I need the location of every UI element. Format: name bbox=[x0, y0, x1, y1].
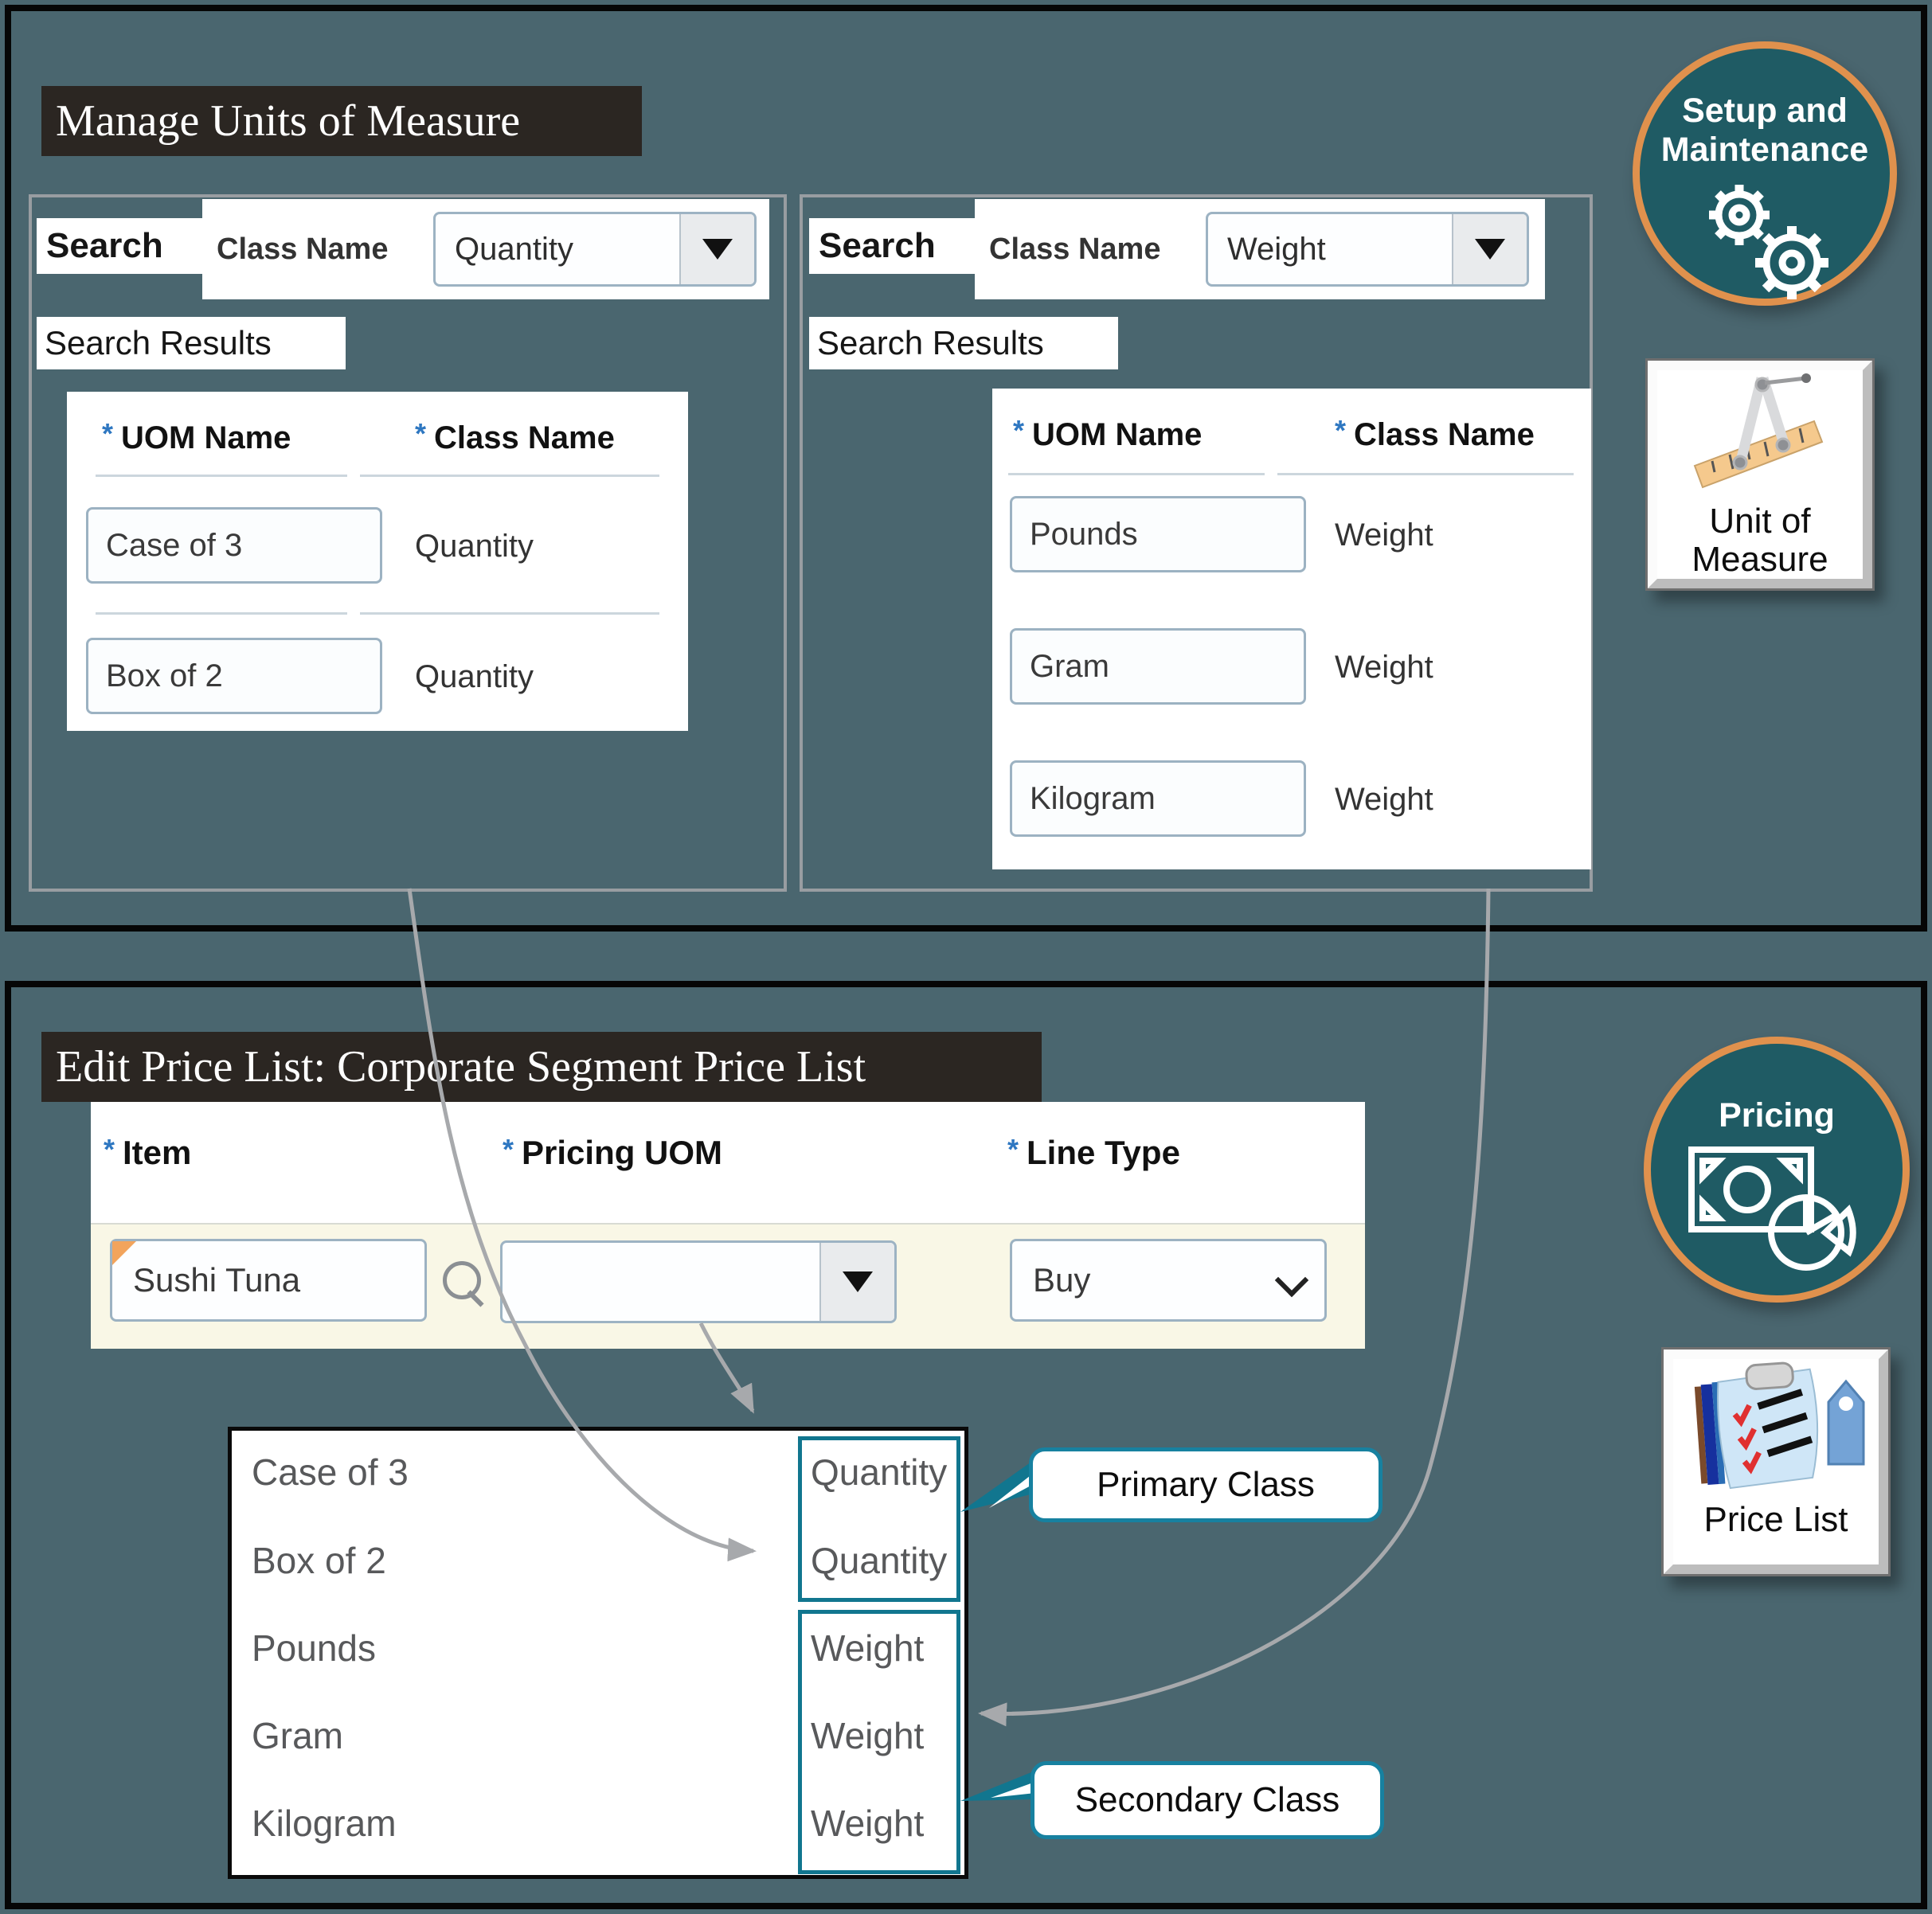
class-name-strip-right: Class Name Weight bbox=[975, 199, 1545, 299]
secondary-class-callout: Secondary Class bbox=[1031, 1761, 1384, 1839]
caret-down-icon bbox=[843, 1271, 873, 1292]
class-name-label: Class Name bbox=[989, 232, 1161, 266]
required-asterisk: * bbox=[102, 417, 114, 450]
class-name-value: Quantity bbox=[455, 232, 573, 267]
uom-name-input[interactable]: Box of 2 bbox=[86, 638, 382, 714]
list-item-class: Weight bbox=[811, 1803, 925, 1844]
price-list-button[interactable]: Price List bbox=[1661, 1347, 1891, 1576]
list-item-class: Quantity bbox=[811, 1451, 948, 1493]
search-icon[interactable] bbox=[443, 1261, 481, 1299]
caliper-ruler-icon bbox=[1693, 373, 1824, 489]
header-divider bbox=[1008, 473, 1265, 475]
price-list-form-header: *Item *Pricing UOM *Line Type bbox=[91, 1102, 1365, 1223]
search-label-right: Search bbox=[809, 218, 976, 274]
results-table-quantity: *UOM Name *Class Name Case of 3 Quantity… bbox=[67, 392, 688, 731]
badge-label: Maintenance bbox=[1660, 131, 1869, 170]
line-type-select[interactable]: Buy bbox=[1010, 1239, 1327, 1322]
gears-icon bbox=[1709, 184, 1828, 299]
required-asterisk: * bbox=[503, 1133, 514, 1166]
results-table-weight: *UOM Name *Class Name Pounds Weight Gram… bbox=[992, 389, 1591, 869]
uom-name-input[interactable]: Gram bbox=[1010, 628, 1306, 705]
class-cell: Quantity bbox=[415, 659, 534, 694]
pricing-uom-combobox[interactable] bbox=[500, 1240, 897, 1323]
required-asterisk: * bbox=[1335, 414, 1347, 447]
line-type-column-header: *Line Type bbox=[1007, 1133, 1180, 1171]
caret-down-icon bbox=[1475, 239, 1505, 260]
badge-label: Pricing bbox=[1719, 1096, 1835, 1135]
header-divider bbox=[1277, 473, 1574, 475]
banknote-pie-icon bbox=[1688, 1146, 1856, 1271]
page-title-edit-price-list: Edit Price List: Corporate Segment Price… bbox=[41, 1032, 1042, 1102]
column-header-class-name: *Class Name bbox=[1335, 414, 1535, 452]
button-label: Price List bbox=[1703, 1500, 1848, 1539]
search-label-left: Search bbox=[37, 218, 204, 274]
primary-class-callout: Primary Class bbox=[1029, 1447, 1383, 1522]
header-divider bbox=[96, 475, 347, 477]
class-name-dropdown-weight[interactable]: Weight bbox=[1206, 212, 1529, 287]
list-item[interactable]: Case of 3 bbox=[252, 1451, 409, 1493]
search-results-label-left: Search Results bbox=[37, 317, 346, 369]
header-divider bbox=[360, 475, 659, 477]
class-name-strip-left: Class Name Quantity bbox=[202, 199, 769, 299]
class-cell: Weight bbox=[1335, 650, 1433, 685]
dropdown-button[interactable] bbox=[1452, 214, 1527, 284]
list-item[interactable]: Box of 2 bbox=[252, 1540, 386, 1581]
primary-class-highlight-box bbox=[798, 1436, 960, 1602]
class-name-label: Class Name bbox=[217, 232, 389, 266]
caret-down-icon bbox=[702, 239, 733, 260]
required-asterisk: * bbox=[104, 1133, 115, 1166]
chevron-down-icon bbox=[1274, 1263, 1309, 1298]
class-name-value: Weight bbox=[1227, 232, 1326, 267]
price-list-row: Sushi Tuna Buy bbox=[91, 1223, 1365, 1349]
list-item-class: Weight bbox=[811, 1627, 925, 1669]
pricing-uom-column-header: *Pricing UOM bbox=[503, 1133, 723, 1171]
list-item-class: Quantity bbox=[811, 1540, 948, 1581]
column-header-uom-name: *UOM Name bbox=[102, 417, 291, 455]
list-item[interactable]: Gram bbox=[252, 1715, 343, 1756]
uom-name-input[interactable]: Case of 3 bbox=[86, 507, 382, 584]
pricing-uom-value bbox=[503, 1243, 819, 1321]
class-cell: Weight bbox=[1335, 518, 1433, 553]
required-asterisk: * bbox=[415, 417, 427, 450]
class-cell: Quantity bbox=[415, 529, 534, 564]
dropdown-button[interactable] bbox=[819, 1243, 894, 1321]
column-header-class-name: *Class Name bbox=[415, 417, 615, 455]
button-label: Unit of bbox=[1709, 502, 1811, 541]
modified-indicator-icon bbox=[112, 1241, 136, 1265]
item-input[interactable]: Sushi Tuna bbox=[110, 1239, 427, 1322]
setup-and-maintenance-badge[interactable]: Setup and Maintenance bbox=[1633, 41, 1897, 306]
button-label: Measure bbox=[1691, 539, 1828, 579]
dropdown-button[interactable] bbox=[679, 214, 754, 284]
search-results-label-right: Search Results bbox=[809, 317, 1118, 369]
secondary-class-highlight-box bbox=[798, 1610, 960, 1874]
uom-name-input[interactable]: Kilogram bbox=[1010, 760, 1306, 837]
badge-label: Setup and bbox=[1682, 92, 1848, 130]
list-item-class: Weight bbox=[811, 1715, 925, 1756]
column-header-uom-name: *UOM Name bbox=[1013, 414, 1203, 452]
clipboard-tag-icon bbox=[1694, 1361, 1865, 1490]
pricing-badge[interactable]: Pricing bbox=[1644, 1037, 1910, 1303]
required-asterisk: * bbox=[1013, 414, 1025, 447]
class-cell: Weight bbox=[1335, 782, 1433, 817]
item-column-header: *Item bbox=[104, 1133, 192, 1171]
uom-name-input[interactable]: Pounds bbox=[1010, 496, 1306, 572]
unit-of-measure-button[interactable]: Unit of Measure bbox=[1645, 358, 1875, 591]
class-name-dropdown-quantity[interactable]: Quantity bbox=[433, 212, 757, 287]
list-item[interactable]: Kilogram bbox=[252, 1803, 397, 1844]
row-divider bbox=[96, 612, 347, 615]
list-item[interactable]: Pounds bbox=[252, 1627, 377, 1669]
required-asterisk: * bbox=[1007, 1133, 1019, 1166]
page-title-manage-uom: Manage Units of Measure bbox=[41, 86, 642, 156]
row-divider bbox=[360, 612, 659, 615]
